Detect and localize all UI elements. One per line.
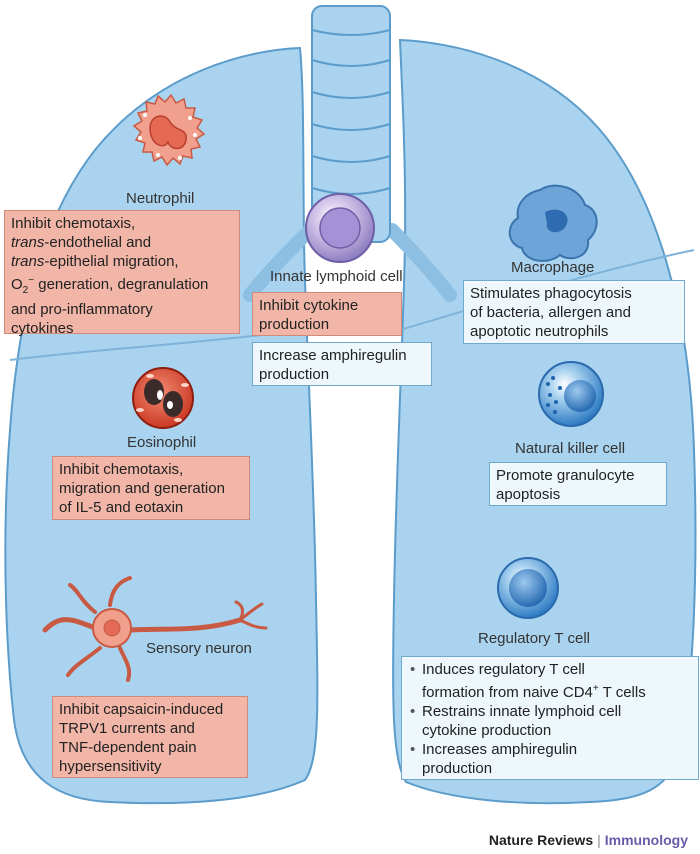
ilc-increase-line: production: [259, 366, 330, 383]
nk-effect-line: apoptosis: [496, 486, 561, 503]
sensory-effect-line: TNF-dependent pain: [59, 739, 197, 756]
treg-effects-list: Induces regulatory T cell formation from…: [408, 660, 692, 778]
neutrophil-effect-line: trans-endothelial and: [11, 234, 152, 251]
nk-effect-line: Promote granulocyte: [496, 467, 635, 484]
neutrophil-effect-line: and pro-inflammatory: [11, 301, 153, 318]
ilc-increase-box: Increase amphiregulin production: [252, 342, 432, 386]
sensory-effect-line: Inhibit capsaicin-induced: [59, 701, 224, 718]
eosinophil-cell-icon: [132, 367, 194, 429]
macrophage-effect-line: apoptotic neutrophils: [470, 323, 609, 340]
right-lung-icon: [392, 38, 697, 805]
treg-effect-item: Induces regulatory T cell formation from…: [410, 660, 692, 702]
publisher-name: Nature Reviews: [488, 832, 594, 848]
sensory-effect-line: hypersensitivity: [59, 758, 162, 775]
eosinophil-effect-line: Inhibit chemotaxis,: [59, 461, 184, 478]
neutrophil-effect-line: cytokines: [11, 320, 74, 337]
nk-effects-box: Promote granulocyte apoptosis: [489, 462, 667, 506]
natural-killer-cell-icon: [538, 361, 604, 427]
sensory-neuron-label: Sensory neuron: [146, 640, 252, 657]
neutrophil-label: Neutrophil: [126, 190, 195, 207]
innate-lymphoid-cell-icon: [305, 193, 375, 263]
ilc-inhibit-line: Inhibit cytokine: [259, 297, 359, 314]
ilc-increase-line: Increase amphiregulin: [259, 347, 407, 364]
eosinophil-effects-box: Inhibit chemotaxis, migration and genera…: [52, 456, 250, 520]
macrophage-effect-line: Stimulates phagocytosis: [470, 285, 632, 302]
treg-effects-box: Induces regulatory T cell formation from…: [401, 656, 699, 780]
neutrophil-effect-line: trans-epithelial migration,: [11, 253, 179, 270]
ilc-inhibit-line: production: [259, 316, 330, 333]
sensory-effect-line: TRPV1 currents and: [59, 720, 195, 737]
neutrophil-effect-line: O2− generation, degranulation: [11, 275, 209, 296]
eosinophil-effect-line: migration and generation: [59, 480, 225, 497]
sensory-neuron-effects-box: Inhibit capsaicin-induced TRPV1 currents…: [52, 696, 248, 778]
macrophage-effect-line: of bacteria, allergen and: [470, 304, 631, 321]
macrophage-label: Macrophage: [511, 259, 595, 276]
credit-separator: |: [597, 832, 601, 848]
neutrophil-cell-icon: [132, 93, 206, 167]
trachea-icon: [311, 5, 391, 243]
sensory-neuron-icon: [42, 576, 268, 682]
eosinophil-label: Eosinophil: [127, 434, 197, 451]
treg-effect-item: Increases amphiregulin production: [410, 740, 692, 778]
regulatory-t-cell-label: Regulatory T cell: [478, 630, 591, 647]
journal-credit: Nature Reviews|Immunology: [489, 832, 688, 848]
treg-effect-item: Restrains innate lymphoid cell cytokine …: [410, 702, 692, 740]
regulatory-t-cell-icon: [497, 557, 559, 619]
neutrophil-effect-line: Inhibit chemotaxis,: [11, 215, 136, 232]
innate-lymphoid-cell-label: Innate lymphoid cell: [270, 268, 403, 285]
natural-killer-cell-label: Natural killer cell: [515, 440, 626, 457]
eosinophil-effect-line: of IL-5 and eotaxin: [59, 499, 184, 516]
macrophage-effects-box: Stimulates phagocytosis of bacteria, all…: [463, 280, 685, 344]
ilc-inhibit-box: Inhibit cytokine production: [252, 292, 402, 336]
journal-name: Immunology: [604, 832, 688, 848]
neutrophil-effects-box: Inhibit chemotaxis, trans-endothelial an…: [4, 210, 240, 337]
